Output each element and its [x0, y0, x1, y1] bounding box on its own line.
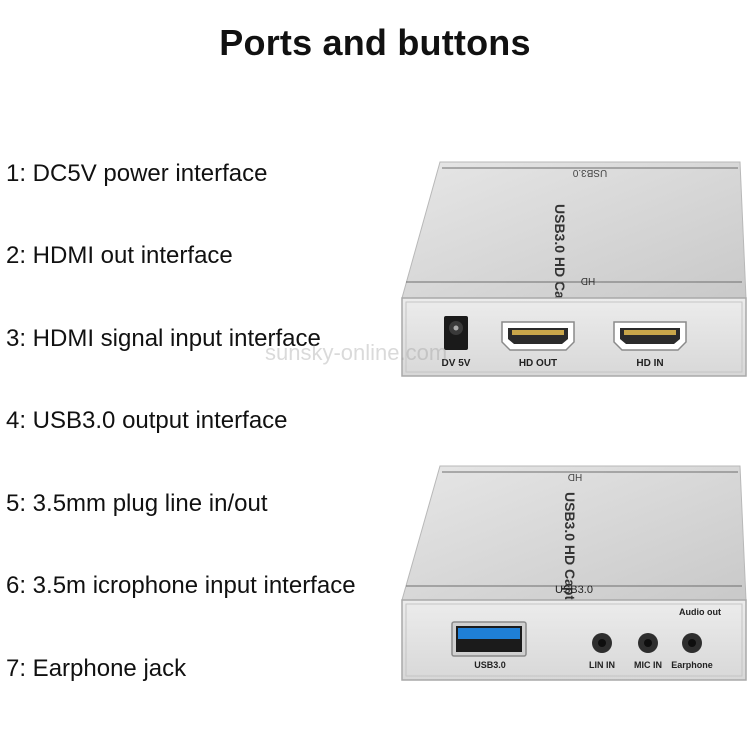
feature-dc-power: 1: DC5V power interface — [6, 160, 268, 187]
usb3-port — [451, 621, 527, 657]
feature-usb-output: 4: USB3.0 output interface — [6, 407, 288, 434]
hdmi-in-port — [613, 321, 687, 351]
dc-jack-label: DV 5V — [442, 358, 471, 369]
audio-out-label: Audio out — [679, 607, 721, 617]
device-usb-side: HD USB3.0 HD Capture USB3.0 Audio out US… — [400, 462, 748, 689]
feature-earphone: 7: Earphone jack — [6, 655, 187, 682]
case-top-surface — [401, 161, 747, 299]
usb-label: USB3.0 — [474, 660, 506, 670]
feature-mic-input: 6: 3.5m icrophone input interface — [6, 572, 356, 599]
watermark: sunsky-online.com — [265, 340, 448, 365]
page-title: Ports and buttons — [219, 22, 531, 63]
feature-hdmi-in: 3: HDMI signal input interface — [6, 325, 321, 352]
dc-power-jack — [444, 316, 468, 350]
edge-label: HD — [581, 275, 595, 286]
mic-in-label: MIC IN — [634, 660, 662, 670]
line-in-label: LIN IN — [589, 660, 615, 670]
feature-line-in-out: 5: 3.5mm plug line in/out — [6, 490, 268, 517]
top-label: HD — [568, 471, 582, 482]
earphone-label: Earphone — [671, 660, 713, 670]
edge-label: USB3.0 — [555, 584, 593, 596]
top-label: USB3.0 — [572, 167, 607, 178]
earphone-jack — [682, 633, 702, 653]
hdmi-in-label: HD IN — [636, 358, 663, 369]
mic-in-jack — [638, 633, 658, 653]
hdmi-out-label: HD OUT — [519, 358, 557, 369]
hdmi-out-port — [501, 321, 575, 351]
line-in-jack — [592, 633, 612, 653]
device-hdmi-side: USB3.0 USB3.0 HD Capture HD DV 5V HD OUT… — [400, 158, 748, 385]
brand-label: USB3.0 HD Capture — [562, 492, 578, 622]
feature-hdmi-out: 2: HDMI out interface — [6, 242, 233, 269]
